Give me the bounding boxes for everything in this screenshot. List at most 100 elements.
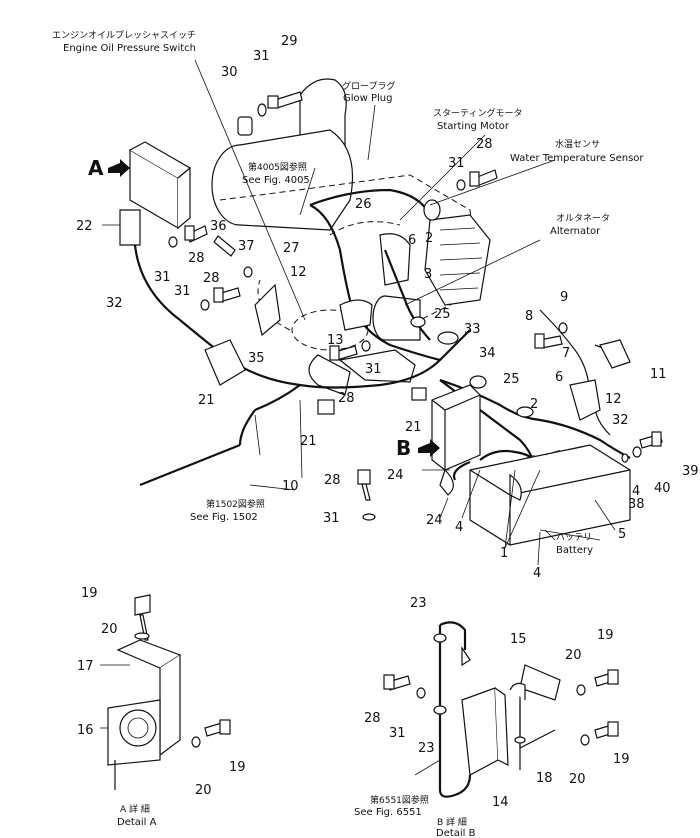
callout-23: 23 — [418, 741, 435, 756]
callout-16: 16 — [77, 723, 94, 738]
callout-18: 18 — [536, 771, 553, 786]
callout-2: 2 — [425, 231, 433, 246]
detail-a-caption-en: Detail A — [117, 817, 157, 828]
callout-20: 20 — [569, 772, 586, 787]
callout-29: 29 — [281, 34, 298, 49]
callout-9: 9 — [560, 290, 568, 305]
callout-21: 21 — [198, 393, 215, 408]
callout-28: 28 — [476, 137, 493, 152]
label-starting-motor-jp: スターティングモータ — [433, 107, 522, 119]
callout-6: 6 — [408, 233, 416, 248]
callout-30: 30 — [221, 65, 238, 80]
callout-7: 7 — [562, 346, 570, 361]
callout-24: 24 — [426, 513, 443, 528]
label-alternator-jp: オルタネータ — [556, 213, 610, 224]
callout-19: 19 — [613, 752, 630, 767]
callout-15: 15 — [510, 632, 527, 647]
callout-13: 13 — [327, 333, 344, 348]
callout-31: 31 — [448, 156, 465, 171]
callout-28: 28 — [364, 711, 381, 726]
clamps — [204, 199, 631, 501]
callout-26: 26 — [355, 197, 372, 212]
callout-20: 20 — [101, 622, 118, 637]
label-water-temp-en: Water Temperature Sensor — [510, 153, 644, 164]
label-oil-switch-jp: エンジンオイルプレッシャスイッチ — [52, 30, 196, 41]
callout-31: 31 — [389, 726, 406, 741]
callout-22: 22 — [76, 219, 93, 234]
label-battery-jp: バッテリ — [556, 532, 592, 543]
callout-27: 27 — [283, 241, 300, 256]
callout-40: 40 — [654, 481, 671, 496]
detail-b-caption-en: Detail B — [436, 828, 476, 838]
callout-12: 12 — [605, 392, 622, 407]
callout-35: 35 — [248, 351, 265, 366]
label-fig4005-en: See Fig. 4005 — [242, 175, 310, 186]
callout-28: 28 — [188, 251, 205, 266]
label-alternator-en: Alternator — [550, 226, 601, 237]
callout-4: 4 — [455, 520, 463, 535]
callout-31: 31 — [365, 362, 382, 377]
callout-37: 37 — [238, 239, 255, 254]
callout-4: 4 — [533, 566, 541, 581]
callout-6: 6 — [555, 370, 563, 385]
callout-3: 3 — [424, 267, 432, 282]
controller-box-b — [431, 384, 481, 471]
callout-8: 8 — [525, 309, 533, 324]
callout-31: 31 — [323, 511, 340, 526]
callout-10: 10 — [282, 479, 299, 494]
callout-1: 1 — [500, 546, 508, 561]
callout-2: 2 — [530, 397, 538, 412]
label-water-temp-jp: 水温センサ — [555, 138, 600, 150]
callout-31: 31 — [253, 49, 270, 64]
detail-a — [100, 594, 231, 790]
bolts — [168, 91, 663, 521]
callout-19: 19 — [81, 586, 98, 601]
label-glow-plug-en: Glow Plug — [343, 93, 393, 104]
callout-numbers: 29 30 31 28 31 26 6 2 27 3 12 22 36 28 3… — [76, 34, 699, 810]
callout-28: 28 — [203, 271, 220, 286]
label-fig1502-jp: 第1502図参照 — [206, 498, 265, 510]
callout-4: 4 — [632, 484, 640, 499]
label-fig1502-en: See Fig. 1502 — [190, 512, 258, 523]
callout-20: 20 — [195, 783, 212, 798]
callout-32: 32 — [612, 413, 629, 428]
label-fig6551-en: See Fig. 6551 — [354, 807, 422, 818]
callout-25: 25 — [503, 372, 520, 387]
callout-17: 17 — [77, 659, 94, 674]
callout-20: 20 — [565, 648, 582, 663]
callout-5: 5 — [618, 527, 626, 542]
view-letter-a: A — [88, 156, 104, 180]
callout-32: 32 — [106, 296, 123, 311]
callout-34: 34 — [479, 346, 496, 361]
label-oil-switch-en: Engine Oil Pressure Switch — [63, 43, 196, 54]
callout-19: 19 — [597, 628, 614, 643]
callout-24: 24 — [387, 468, 404, 483]
label-glow-plug-jp: グロープラグ — [342, 80, 395, 92]
label-fig6551-jp: 第6551図参照 — [370, 794, 429, 806]
callout-31: 31 — [154, 270, 171, 285]
callout-39: 39 — [682, 464, 699, 479]
callout-21: 21 — [300, 434, 317, 449]
detail-a-caption-jp: A 詳 細 — [120, 803, 150, 815]
callout-12: 12 — [290, 265, 307, 280]
callout-28: 28 — [338, 391, 355, 406]
callout-28: 28 — [324, 473, 341, 488]
callout-11: 11 — [650, 367, 667, 382]
label-fig4005-jp: 第4005図参照 — [248, 161, 307, 173]
label-starting-motor-en: Starting Motor — [437, 121, 510, 132]
callout-21: 21 — [405, 420, 422, 435]
callout-31: 31 — [174, 284, 191, 299]
detail-b — [383, 621, 619, 798]
view-letter-b: B — [396, 436, 411, 460]
callout-36: 36 — [210, 219, 227, 234]
part-labels: エンジンオイルプレッシャスイッチ Engine Oil Pressure Swi… — [52, 30, 644, 838]
callout-25: 25 — [434, 307, 451, 322]
callout-38: 38 — [628, 497, 645, 512]
view-arrows: A B — [88, 156, 440, 460]
battery — [469, 444, 631, 546]
controller-box-a — [119, 141, 192, 246]
label-battery-en: Battery — [556, 545, 593, 556]
callout-19: 19 — [229, 760, 246, 775]
callout-14: 14 — [492, 795, 509, 810]
